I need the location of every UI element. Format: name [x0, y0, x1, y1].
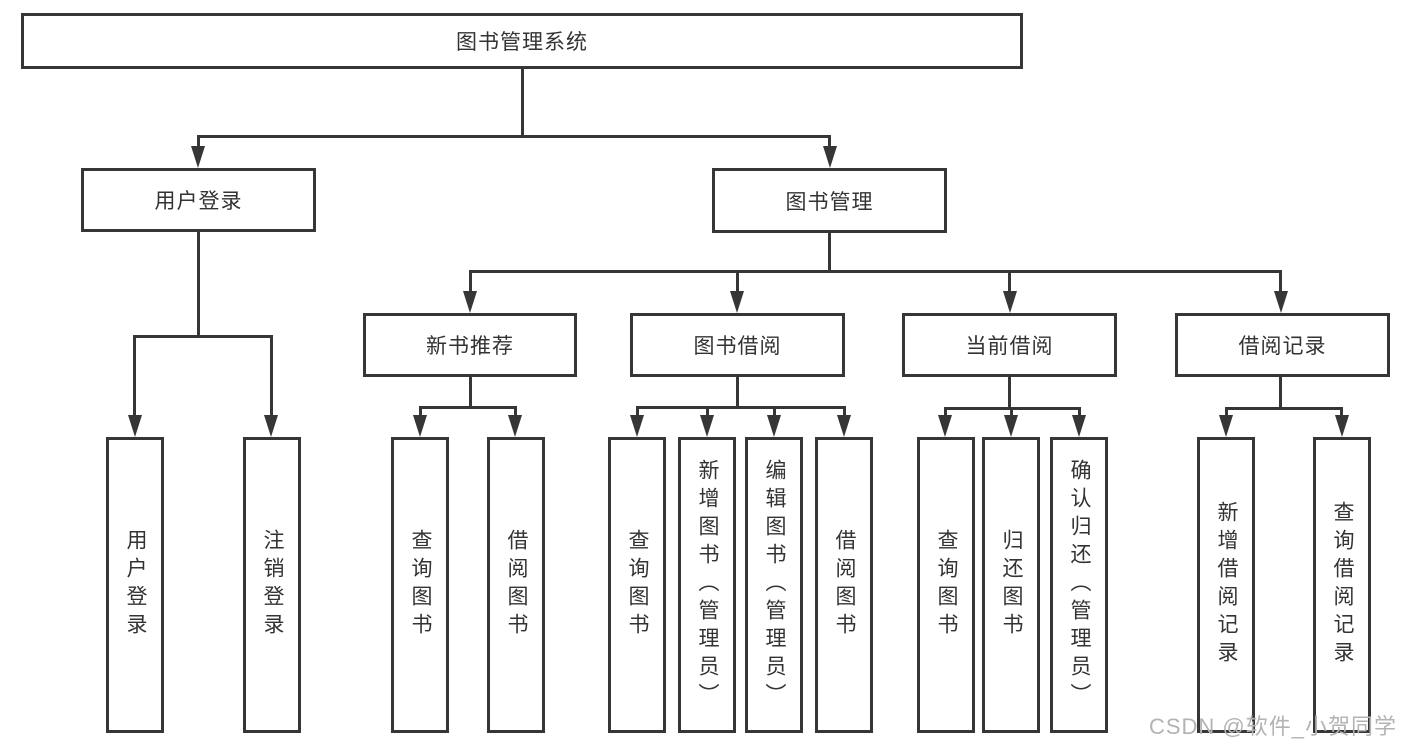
connector-line — [636, 406, 845, 409]
connector-line — [1279, 377, 1282, 407]
leaf-add-borrow-record: 新增借阅记录 — [1197, 437, 1255, 733]
arrowhead — [1219, 415, 1233, 437]
arrowhead — [264, 415, 278, 437]
leaf-user-login: 用户登录 — [106, 437, 164, 733]
arrowhead — [508, 415, 522, 437]
node-label: 查询图书 — [409, 529, 432, 641]
connector-line — [944, 407, 947, 417]
node-label: 查询图书 — [626, 529, 649, 641]
connector-line — [1225, 407, 1343, 410]
leaf-return-books: 归还图书 — [982, 437, 1040, 733]
arrowhead — [938, 415, 952, 437]
connector-line — [843, 406, 846, 417]
arrowhead — [1274, 291, 1288, 313]
connector-line — [469, 270, 1282, 273]
connector-line — [521, 69, 524, 135]
leaf-query-books-current: 查询图书 — [917, 437, 975, 733]
node-label: 用户登录 — [154, 190, 243, 213]
node-label: 借阅图书 — [505, 529, 528, 641]
connector-line — [419, 406, 422, 417]
node-new-book-recommendation: 新书推荐 — [363, 313, 577, 377]
arrowhead — [1335, 415, 1349, 437]
node-current-borrowing: 当前借阅 — [902, 313, 1117, 377]
connector-line — [1078, 407, 1081, 417]
leaf-query-borrow-record: 查询借阅记录 — [1313, 437, 1371, 733]
arrowhead — [1072, 415, 1086, 437]
node-root-library-management-system: 图书管理系统 — [21, 13, 1023, 69]
arrowhead — [413, 415, 427, 437]
node-label: 注销登录 — [261, 529, 284, 641]
connector-line — [469, 377, 472, 406]
arrowhead — [837, 415, 851, 437]
connector-line — [1008, 270, 1011, 293]
leaf-borrow-books-recommend: 借阅图书 — [487, 437, 545, 733]
node-book-management: 图书管理 — [712, 168, 947, 233]
connector-line — [736, 270, 739, 293]
connector-line — [197, 135, 200, 148]
connector-line — [1008, 377, 1011, 407]
connector-line — [270, 335, 273, 417]
connector-line — [773, 406, 776, 417]
csdn-watermark: CSDN @软件_小贺同学 — [1148, 714, 1397, 739]
node-label: 归还图书 — [1000, 529, 1023, 641]
arrowhead — [128, 415, 142, 437]
leaf-query-books-recommend: 查询图书 — [391, 437, 449, 733]
connector-line — [133, 335, 273, 338]
node-label: 查询图书 — [935, 529, 958, 641]
connector-line — [197, 232, 200, 335]
node-label: 新书推荐 — [426, 335, 514, 358]
leaf-add-books-admin: 新增图书（管理员） — [678, 437, 736, 733]
node-label: 查询借阅记录 — [1331, 501, 1354, 669]
node-label: 图书管理系统 — [456, 31, 588, 54]
connector-line — [133, 335, 136, 417]
connector-line — [419, 406, 517, 409]
connector-line — [736, 377, 739, 406]
connector-line — [636, 406, 639, 417]
node-label: 当前借阅 — [965, 335, 1054, 358]
connector-line — [1010, 407, 1013, 417]
connector-line — [1340, 407, 1343, 417]
arrowhead — [1004, 415, 1018, 437]
arrowhead — [630, 415, 644, 437]
arrowhead — [1003, 291, 1017, 313]
arrowhead — [700, 415, 714, 437]
node-user-login: 用户登录 — [81, 168, 316, 232]
node-book-borrowing: 图书借阅 — [630, 313, 845, 377]
arrowhead — [463, 291, 477, 313]
node-label: 新增图书（管理员） — [696, 459, 719, 711]
arrowhead — [730, 291, 744, 313]
node-label: 图书借阅 — [693, 335, 782, 358]
connector-line — [828, 233, 831, 270]
node-borrowing-records: 借阅记录 — [1175, 313, 1390, 377]
node-label: 用户登录 — [124, 529, 147, 641]
connector-line — [469, 270, 472, 293]
leaf-confirm-return-admin: 确认归还（管理员） — [1050, 437, 1108, 733]
arrowhead — [823, 146, 837, 168]
connector-line — [1279, 270, 1282, 293]
node-label: 确认归还（管理员） — [1068, 459, 1091, 711]
node-label: 借阅记录 — [1238, 335, 1327, 358]
connector-line — [1225, 407, 1228, 417]
node-label: 图书管理 — [785, 190, 874, 214]
arrowhead — [191, 146, 205, 168]
leaf-logout: 注销登录 — [243, 437, 301, 733]
node-label: 编辑图书（管理员） — [763, 459, 786, 711]
node-label: 新增借阅记录 — [1215, 501, 1238, 669]
connector-line — [828, 135, 831, 148]
arrowhead — [767, 415, 781, 437]
connector-line — [706, 406, 709, 417]
leaf-edit-books-admin: 编辑图书（管理员） — [745, 437, 803, 733]
node-label: 借阅图书 — [833, 529, 856, 641]
leaf-borrow-books-borrowing: 借阅图书 — [815, 437, 873, 733]
leaf-query-books-borrowing: 查询图书 — [608, 437, 666, 733]
connector-line — [514, 406, 517, 417]
connector-line — [197, 135, 831, 138]
